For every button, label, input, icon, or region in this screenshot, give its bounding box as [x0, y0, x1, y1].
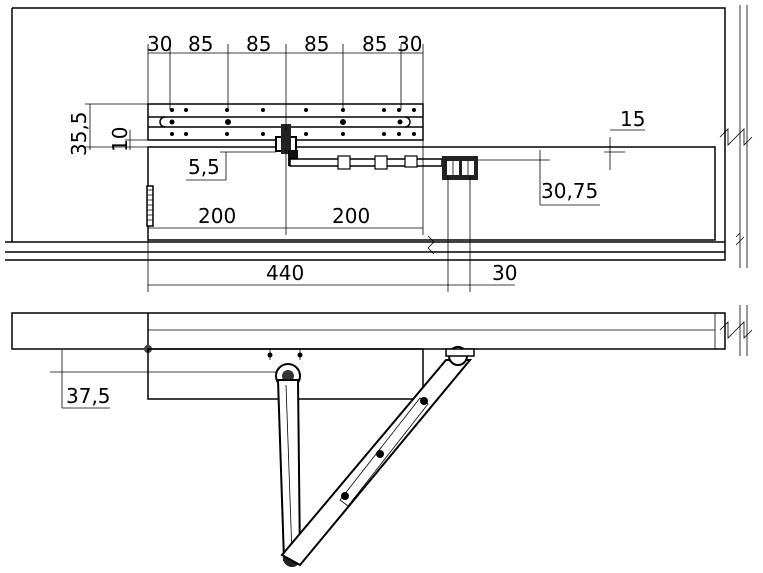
- dim-bracket-height: 35,5: [67, 111, 91, 156]
- dim-hole-3: 85: [246, 32, 271, 56]
- support-arm: [289, 158, 443, 167]
- dim-hole-4: 85: [304, 32, 329, 56]
- span-dims: 200 200: [148, 140, 424, 235]
- dim-edge-offset: 15: [620, 107, 645, 131]
- vertical-offset-dim: 37,5: [50, 350, 288, 409]
- dim-right-span: 200: [332, 204, 370, 228]
- pivot-offset-dim: 5,5: [186, 151, 276, 181]
- overall-dims: 440 30: [147, 176, 517, 292]
- dim-hole-6: 30: [397, 32, 422, 56]
- top-view: 30 85 85 85 85 30 35,5 10 5,5: [5, 5, 753, 292]
- dim-pivot-offset: 5,5: [188, 155, 220, 179]
- dim-vertical-offset: 37,5: [66, 384, 111, 408]
- hole-spacing-dims: 30 85 85 85 85 30: [147, 32, 424, 130]
- dim-hole-5: 85: [362, 32, 387, 56]
- side-shelf: [11, 312, 726, 350]
- dim-bracket-width: 30: [492, 261, 517, 285]
- side-view: 37,5: [11, 305, 753, 567]
- edge-offset-dim: 15: [604, 107, 645, 170]
- dim-hole-2: 85: [188, 32, 213, 56]
- dim-left-span: 200: [198, 204, 236, 228]
- dim-bracket-depth: 30,75: [541, 179, 598, 203]
- folding-arms: [275, 346, 475, 567]
- hinge-marker: [146, 185, 154, 227]
- wall-outline: [5, 7, 726, 261]
- dim-hole-1: 30: [147, 32, 172, 56]
- bracket-depth-dim: 30,75: [478, 150, 600, 206]
- dim-slot-offset: 10: [108, 127, 132, 152]
- dim-overall-length: 440: [266, 261, 304, 285]
- left-dims: 35,5 10: [67, 103, 160, 156]
